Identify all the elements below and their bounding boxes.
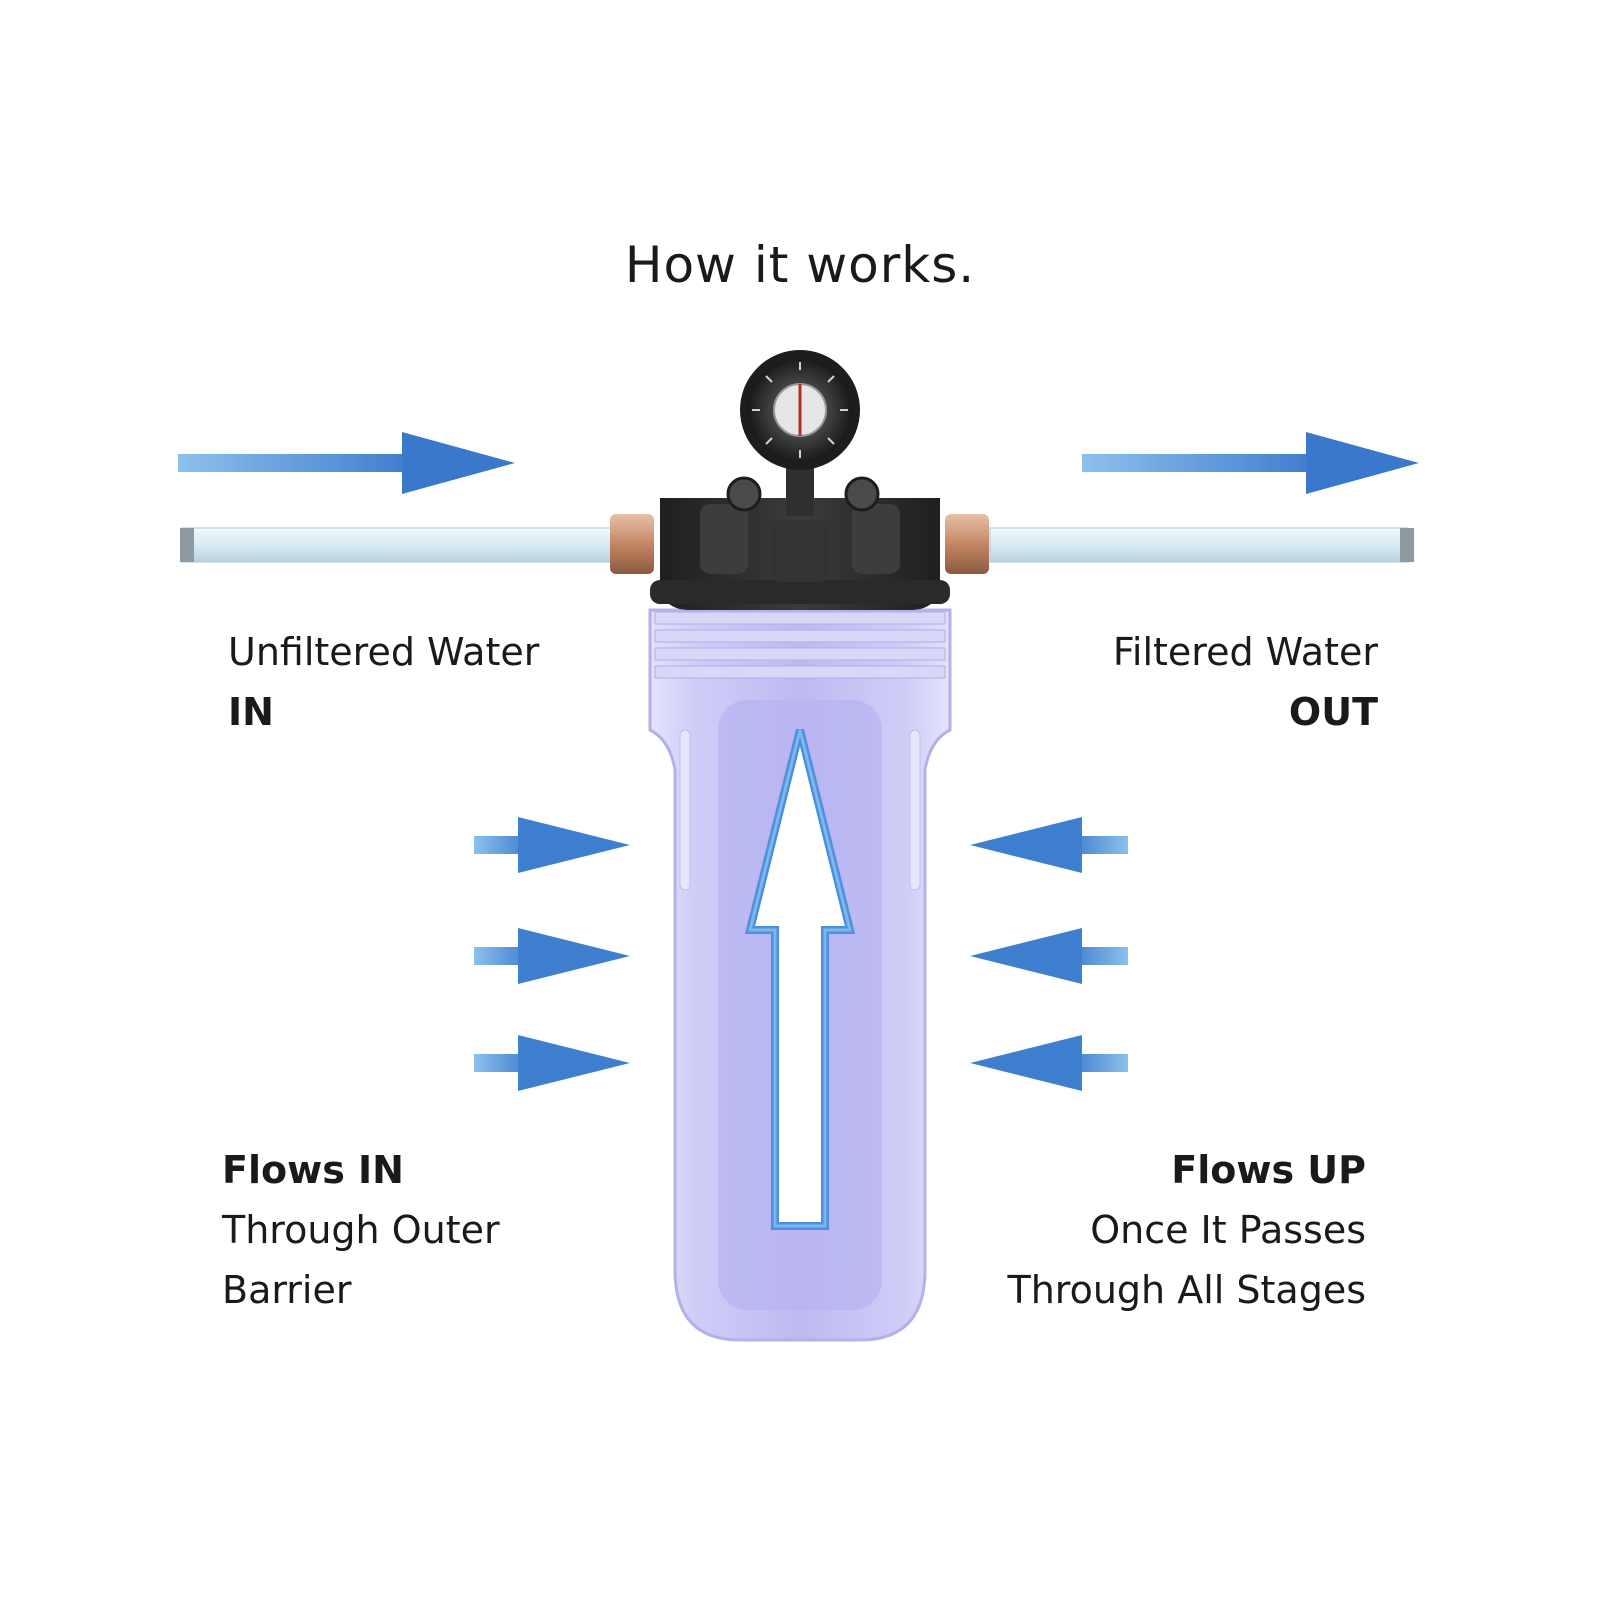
outlet-label-line1: Filtered Water bbox=[1112, 630, 1378, 674]
flows-up-line1: Once It Passes bbox=[1090, 1208, 1366, 1252]
pressure-gauge-icon bbox=[740, 350, 860, 470]
inward-arrow bbox=[474, 817, 630, 873]
flows-up-heading: Flows UP bbox=[1171, 1148, 1366, 1192]
inlet-label-line1: Unfiltered Water bbox=[228, 630, 540, 674]
inward-arrow bbox=[474, 928, 630, 984]
inlet-label: Unfiltered Water IN bbox=[228, 622, 539, 742]
up-flow-arrow bbox=[744, 729, 856, 1230]
flows-in-label: Flows IN Through Outer Barrier bbox=[222, 1140, 500, 1320]
outlet-label: Filtered Water OUT bbox=[1113, 622, 1378, 742]
flows-in-line2: Barrier bbox=[222, 1268, 352, 1312]
flows-up-line2: Through All Stages bbox=[1007, 1268, 1367, 1312]
flows-in-heading: Flows IN bbox=[222, 1148, 404, 1192]
outlet-label-line2: OUT bbox=[1288, 690, 1378, 734]
page-title: How it works. bbox=[624, 236, 976, 294]
outlet-arrow bbox=[1082, 432, 1419, 494]
inlet-arrow bbox=[178, 432, 515, 494]
flows-in-line1: Through Outer bbox=[222, 1208, 500, 1252]
inlet-pipe bbox=[180, 514, 654, 574]
inward-arrow bbox=[474, 1035, 630, 1091]
inward-arrow bbox=[970, 817, 1128, 873]
filter-head bbox=[650, 456, 950, 610]
flows-up-label: Flows UP Once It Passes Through All Stag… bbox=[1008, 1140, 1367, 1320]
inward-arrows-left bbox=[474, 817, 630, 1091]
outlet-pipe bbox=[945, 514, 1414, 574]
inlet-label-line2: IN bbox=[228, 690, 274, 734]
inward-arrow bbox=[970, 928, 1128, 984]
inward-arrow bbox=[970, 1035, 1128, 1091]
inward-arrows-right bbox=[970, 817, 1128, 1091]
